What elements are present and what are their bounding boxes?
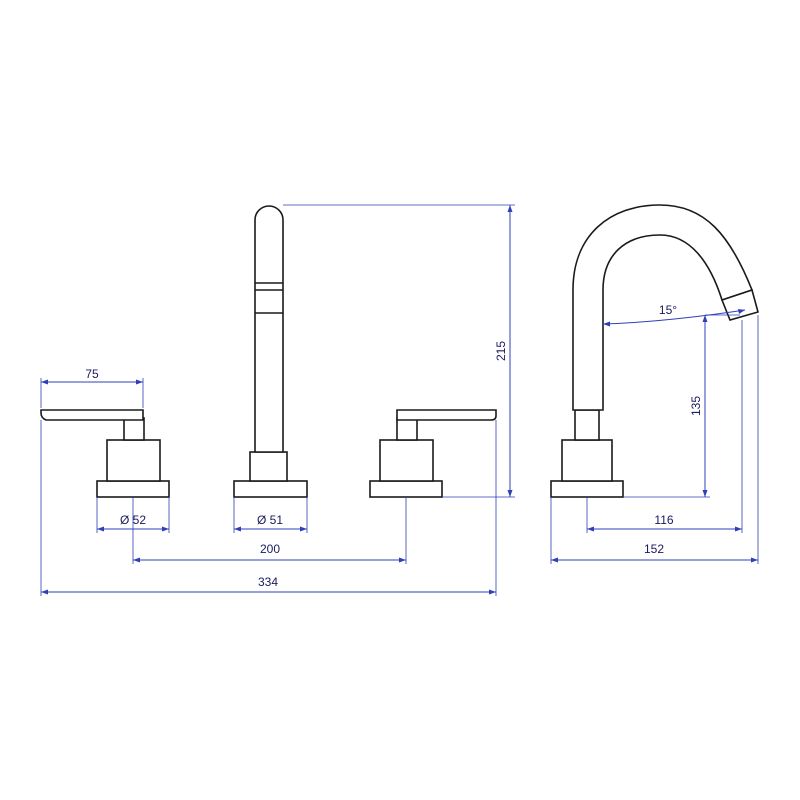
- spout-body: [249, 451, 288, 482]
- dim-15deg: 15°: [602, 303, 746, 327]
- left-handle-base: [96, 480, 170, 498]
- side-base: [550, 480, 624, 498]
- dim-d51: Ø 51: [233, 497, 308, 533]
- left-handle-stem: [123, 417, 145, 441]
- left-handle-body: [106, 439, 161, 482]
- dim-334: 334: [40, 420, 497, 596]
- dim-label-75: 75: [85, 367, 99, 381]
- side-view-faucet: [550, 204, 759, 498]
- right-handle-stem: [396, 417, 418, 441]
- spout-base: [233, 480, 308, 498]
- spout-tube: [254, 205, 284, 453]
- side-stem: [574, 409, 600, 441]
- dim-label-200: 200: [260, 542, 280, 556]
- center-spout: [233, 205, 308, 498]
- dim-label-215: 215: [494, 341, 508, 361]
- dim-215: 215: [283, 204, 515, 498]
- dim-152: 152: [550, 315, 759, 564]
- left-handle-lever: [40, 409, 144, 421]
- dim-label-116: 116: [654, 513, 673, 527]
- dim-75: 75: [40, 367, 144, 408]
- right-handle-valve: [369, 409, 497, 498]
- right-handle-lever: [396, 409, 497, 421]
- dim-label-d51: Ø 51: [257, 513, 283, 527]
- dim-label-152: 152: [644, 542, 664, 556]
- dim-label-334: 334: [258, 575, 278, 589]
- left-handle-valve: [40, 409, 170, 498]
- dim-label-15deg: 15°: [659, 303, 677, 317]
- dim-116: 116: [586, 320, 743, 533]
- right-handle-body: [379, 439, 434, 482]
- dim-135: 135: [623, 314, 740, 498]
- dim-200: 200: [132, 497, 407, 564]
- side-body: [561, 439, 613, 482]
- dim-label-135: 135: [689, 396, 703, 416]
- right-handle-base: [369, 480, 443, 498]
